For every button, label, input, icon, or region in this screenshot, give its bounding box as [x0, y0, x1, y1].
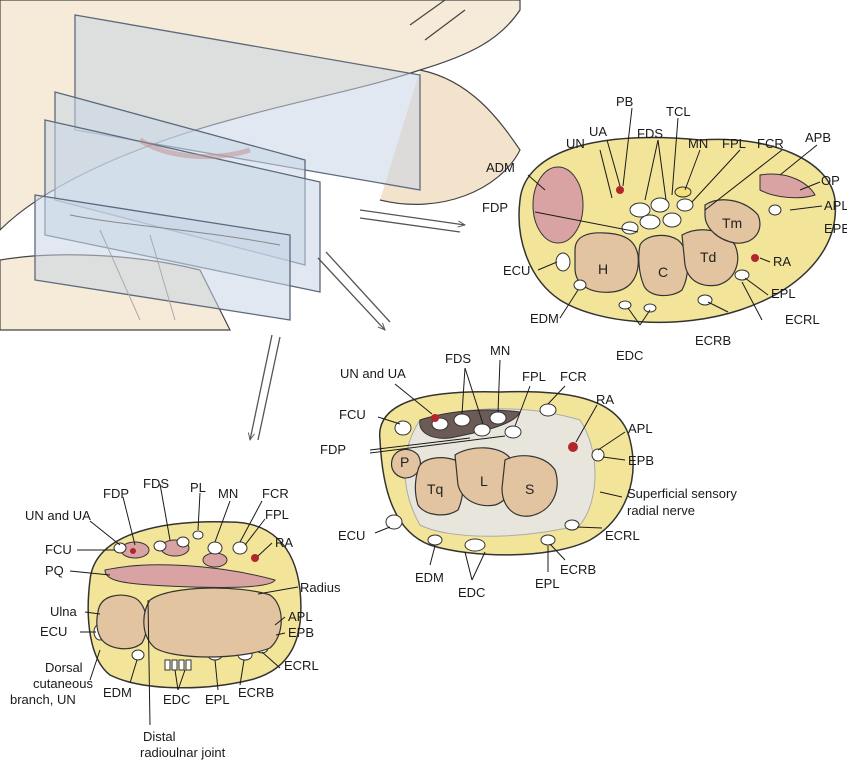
proximal-label-dorsal-line3: branch, UN: [10, 692, 76, 707]
middle-radial-artery: [568, 442, 578, 452]
proximal-label-PQ: PQ: [45, 563, 64, 578]
proximal-bone-radius: [144, 588, 281, 657]
bone-label-S: S: [525, 481, 534, 497]
proximal-label-ECRB: ECRB: [238, 685, 274, 700]
middle-label-ECU: ECU: [338, 528, 365, 543]
distal-label-OP: OP: [821, 173, 840, 188]
bone-label-L: L: [480, 473, 488, 489]
proximal-label-druj-line2: radioulnar joint: [140, 745, 226, 760]
proximal-label-Radius: Radius: [300, 580, 341, 595]
proximal-bone-ulna: [97, 595, 147, 649]
proximal-label-FDS: FDS: [143, 476, 169, 491]
middle-label-APL: APL: [628, 421, 653, 436]
proximal-ua-artery: [130, 548, 136, 554]
middle-label-EPB: EPB: [628, 453, 654, 468]
distal-label-EPL: EPL: [771, 286, 796, 301]
proximal-label-RA: RA: [275, 535, 293, 550]
middle-label-FCU: FCU: [339, 407, 366, 422]
distal-label-ECRL: ECRL: [785, 312, 820, 327]
middle-label-ssrn-line2: radial nerve: [627, 503, 695, 518]
distal-label-TCL: TCL: [666, 104, 691, 119]
distal-label-MN: MN: [688, 136, 708, 151]
proximal-label-EDM: EDM: [103, 685, 132, 700]
middle-label-FPL: FPL: [522, 369, 546, 384]
proximal-label-EDC: EDC: [163, 692, 190, 707]
distal-label-ECRB: ECRB: [695, 333, 731, 348]
distal-adm-muscle: [533, 167, 583, 243]
proximal-label-druj-line1: Distal: [143, 729, 176, 744]
middle-ua-artery: [431, 414, 439, 422]
proximal-label-FCR: FCR: [262, 486, 289, 501]
proximal-label-dorsal-line2: cutaneous: [33, 676, 93, 691]
distal-label-UA: UA: [589, 124, 607, 139]
distal-label-RA: RA: [773, 254, 791, 269]
bone-label-C: C: [658, 264, 668, 280]
hand-with-section-planes-illustration: [0, 0, 520, 330]
bone-label-Tm: Tm: [722, 215, 742, 231]
proximal-label-EPL: EPL: [205, 692, 230, 707]
section-middle: P Tq L S UN and UA FD: [320, 343, 737, 600]
middle-label-un-and-ua: UN and UA: [340, 366, 406, 381]
distal-label-ECU: ECU: [503, 263, 530, 278]
middle-label-EDM: EDM: [415, 570, 444, 585]
middle-label-ECRB: ECRB: [560, 562, 596, 577]
proximal-label-EPB: EPB: [288, 625, 314, 640]
middle-label-ssrn-line1: Superficial sensory: [627, 486, 737, 501]
proximal-label-PL: PL: [190, 480, 206, 495]
distal-label-EDC: EDC: [616, 348, 643, 363]
distal-ua-artery: [616, 186, 624, 194]
middle-label-ECRL: ECRL: [605, 528, 640, 543]
middle-label-FDP: FDP: [320, 442, 346, 457]
proximal-label-FDP: FDP: [103, 486, 129, 501]
distal-median-nerve: [675, 187, 691, 197]
middle-label-EDC: EDC: [458, 585, 485, 600]
distal-label-UN: UN: [566, 136, 585, 151]
bone-label-Td: Td: [700, 249, 716, 265]
proximal-label-MN: MN: [218, 486, 238, 501]
distal-label-APL: APL: [824, 198, 847, 213]
bone-label-P: P: [400, 454, 409, 470]
bone-label-H: H: [598, 261, 608, 277]
section-proximal: FDP FDS PL MN FCR UN and UA FPL FCU RA P…: [10, 476, 341, 760]
middle-label-RA: RA: [596, 392, 614, 407]
bone-label-Tq: Tq: [427, 481, 443, 497]
arrow-to-distal: [360, 210, 465, 225]
distal-label-EDM: EDM: [530, 311, 559, 326]
arrow-to-middle: [318, 258, 385, 330]
distal-label-EPB: EPB: [824, 221, 847, 236]
proximal-label-dorsal-line1: Dorsal: [45, 660, 83, 675]
distal-radial-artery: [751, 254, 759, 262]
proximal-label-FPL: FPL: [265, 507, 289, 522]
proximal-label-APL: APL: [288, 609, 313, 624]
middle-label-MN: MN: [490, 343, 510, 358]
distal-label-FPL: FPL: [722, 136, 746, 151]
section-distal: H C Td Tm: [482, 94, 847, 363]
proximal-label-FCU: FCU: [45, 542, 72, 557]
distal-label-ADM: ADM: [486, 160, 515, 175]
middle-label-EPL: EPL: [535, 576, 560, 591]
distal-label-APB: APB: [805, 130, 831, 145]
distal-label-PB: PB: [616, 94, 633, 109]
proximal-radial-artery: [251, 554, 259, 562]
middle-label-FCR: FCR: [560, 369, 587, 384]
proximal-label-un-and-ua: UN and UA: [25, 508, 91, 523]
distal-label-FDP: FDP: [482, 200, 508, 215]
middle-label-FDS: FDS: [445, 351, 471, 366]
distal-label-FCR: FCR: [757, 136, 784, 151]
proximal-label-ECU: ECU: [40, 624, 67, 639]
proximal-label-Ulna: Ulna: [50, 604, 78, 619]
distal-label-FDS: FDS: [637, 126, 663, 141]
proximal-label-ECRL: ECRL: [284, 658, 319, 673]
